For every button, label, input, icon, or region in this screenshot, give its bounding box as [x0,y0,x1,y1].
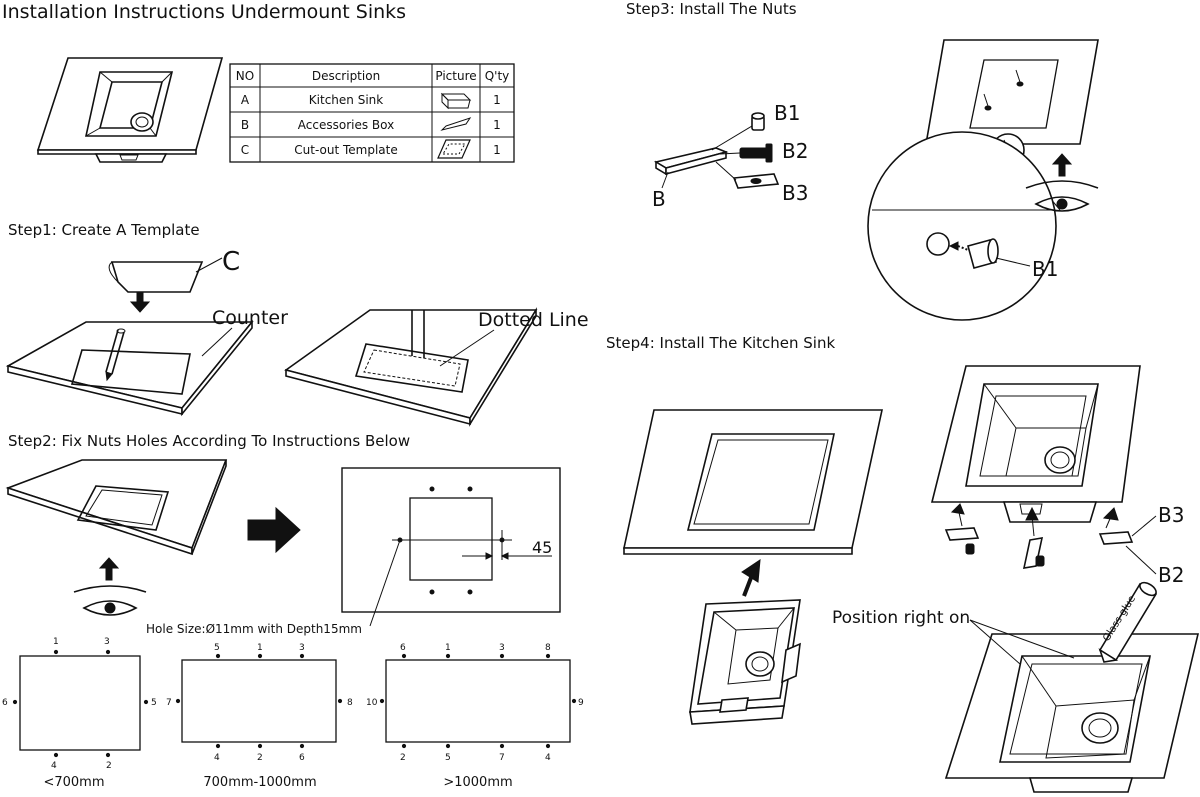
table-header-qty: Q'ty [485,69,510,83]
label-b: B [652,187,666,211]
table-row-a-qty: 1 [493,93,501,107]
hole-num: 2 [257,753,263,763]
hole-num: 6 [299,753,305,763]
hole-num: 2 [106,761,112,771]
accessory-plate-icon [440,117,472,131]
hole-num: 7 [166,698,172,708]
table-row-c-description: Cut-out Template [294,143,397,157]
position-note: Position right on [832,608,970,628]
hole-num: 10 [366,698,378,708]
table-row-b-no: B [241,118,249,132]
hole-num: 5 [214,643,220,653]
label-b2-step4: B2 [1158,563,1184,587]
step4-glued-sink-illustration [944,619,1200,793]
table-row-a-description: Kitchen Sink [309,93,383,107]
hole-position-detail: 45 [341,467,561,627]
hole-num: 3 [299,643,305,653]
label-dotted-line: Dotted Line [478,309,589,331]
table-row-b-qty: 1 [493,118,501,132]
hole-num: 2 [400,753,406,763]
layout-caption-small: <700mm [43,775,104,790]
step3-underview-detail: B1 [867,39,1099,321]
table-header-description: Description [312,69,380,83]
label-c: C [222,247,240,277]
step2-title: Step2: Fix Nuts Holes According To Instr… [8,432,410,450]
overview-sink-illustration [36,57,224,163]
table-row-c-no: C [241,143,249,157]
layout-caption-large: >1000mm [443,775,512,790]
eye-icon [73,585,147,616]
dimension-label-45: 45 [532,538,552,557]
hole-num: 1 [445,643,451,653]
template-sheet-icon [437,139,471,159]
hole-num: 4 [51,761,57,771]
hole-num: 5 [151,698,157,708]
step1-template-counter-illustration: C Counter Dotted Line [5,247,589,427]
step2-counter-underview-illustration [5,459,228,616]
hole-num: 9 [578,698,584,708]
step4-title: Step4: Install The Kitchen Sink [606,334,835,352]
page-title: Installation Instructions Undermount Sin… [2,1,406,23]
hole-num: 6 [2,698,8,708]
hole-layout-small: 1 3 4 2 6 5 <700mm [2,637,157,790]
sink-box-icon [440,92,472,110]
table-header-picture: Picture [435,69,476,83]
label-b3-step4: B3 [1158,503,1184,527]
arrow-up-icon [741,559,761,597]
step3-nut-parts-illustration: B B1 B2 B3 [652,101,808,211]
hole-num: 1 [257,643,263,653]
label-b2: B2 [782,139,808,163]
step1-title: Step1: Create A Template [8,221,200,239]
hole-layout-large: 6 1 3 8 2 5 7 4 10 9 >1000mm [366,643,584,790]
parts-table: NO Description Picture Q'ty A Kitchen Si… [229,63,515,163]
step4-counter-illustration [623,409,883,555]
label-b1-detail: B1 [1032,257,1058,281]
hole-num: 4 [545,753,551,763]
hole-num: 8 [545,643,551,653]
step3-title: Step3: Install The Nuts [626,0,797,18]
hole-num: 6 [400,643,406,653]
table-header-no: NO [236,69,254,83]
label-b3: B3 [782,181,808,205]
table-row-c-qty: 1 [493,143,501,157]
step4-sink-box-illustration [689,599,801,725]
hole-num: 1 [53,637,59,647]
table-row-b-description: Accessories Box [298,118,394,132]
hole-num: 4 [214,753,220,763]
hole-num: 7 [499,753,505,763]
layout-caption-medium: 700mm-1000mm [203,775,316,790]
eye-icon [1025,180,1099,212]
hole-num: 8 [347,698,353,708]
arrow-right-icon [247,506,301,554]
table-row-a-no: A [241,93,250,107]
step4-mounted-sink-illustration [930,365,1141,523]
label-b1: B1 [774,101,800,125]
hole-layout-medium: 5 1 3 4 2 6 7 8 700mm-1000mm [166,643,353,790]
step4-clip-fasteners: B3 B2 [944,503,1184,587]
hole-num: 3 [104,637,110,647]
arrow-up-icon [1051,153,1073,177]
label-counter: Counter [212,307,288,329]
hole-num: 5 [445,753,451,763]
hole-size-note: Hole Size:Ø11mm with Depth15mm [146,622,362,636]
hole-num: 3 [499,643,505,653]
